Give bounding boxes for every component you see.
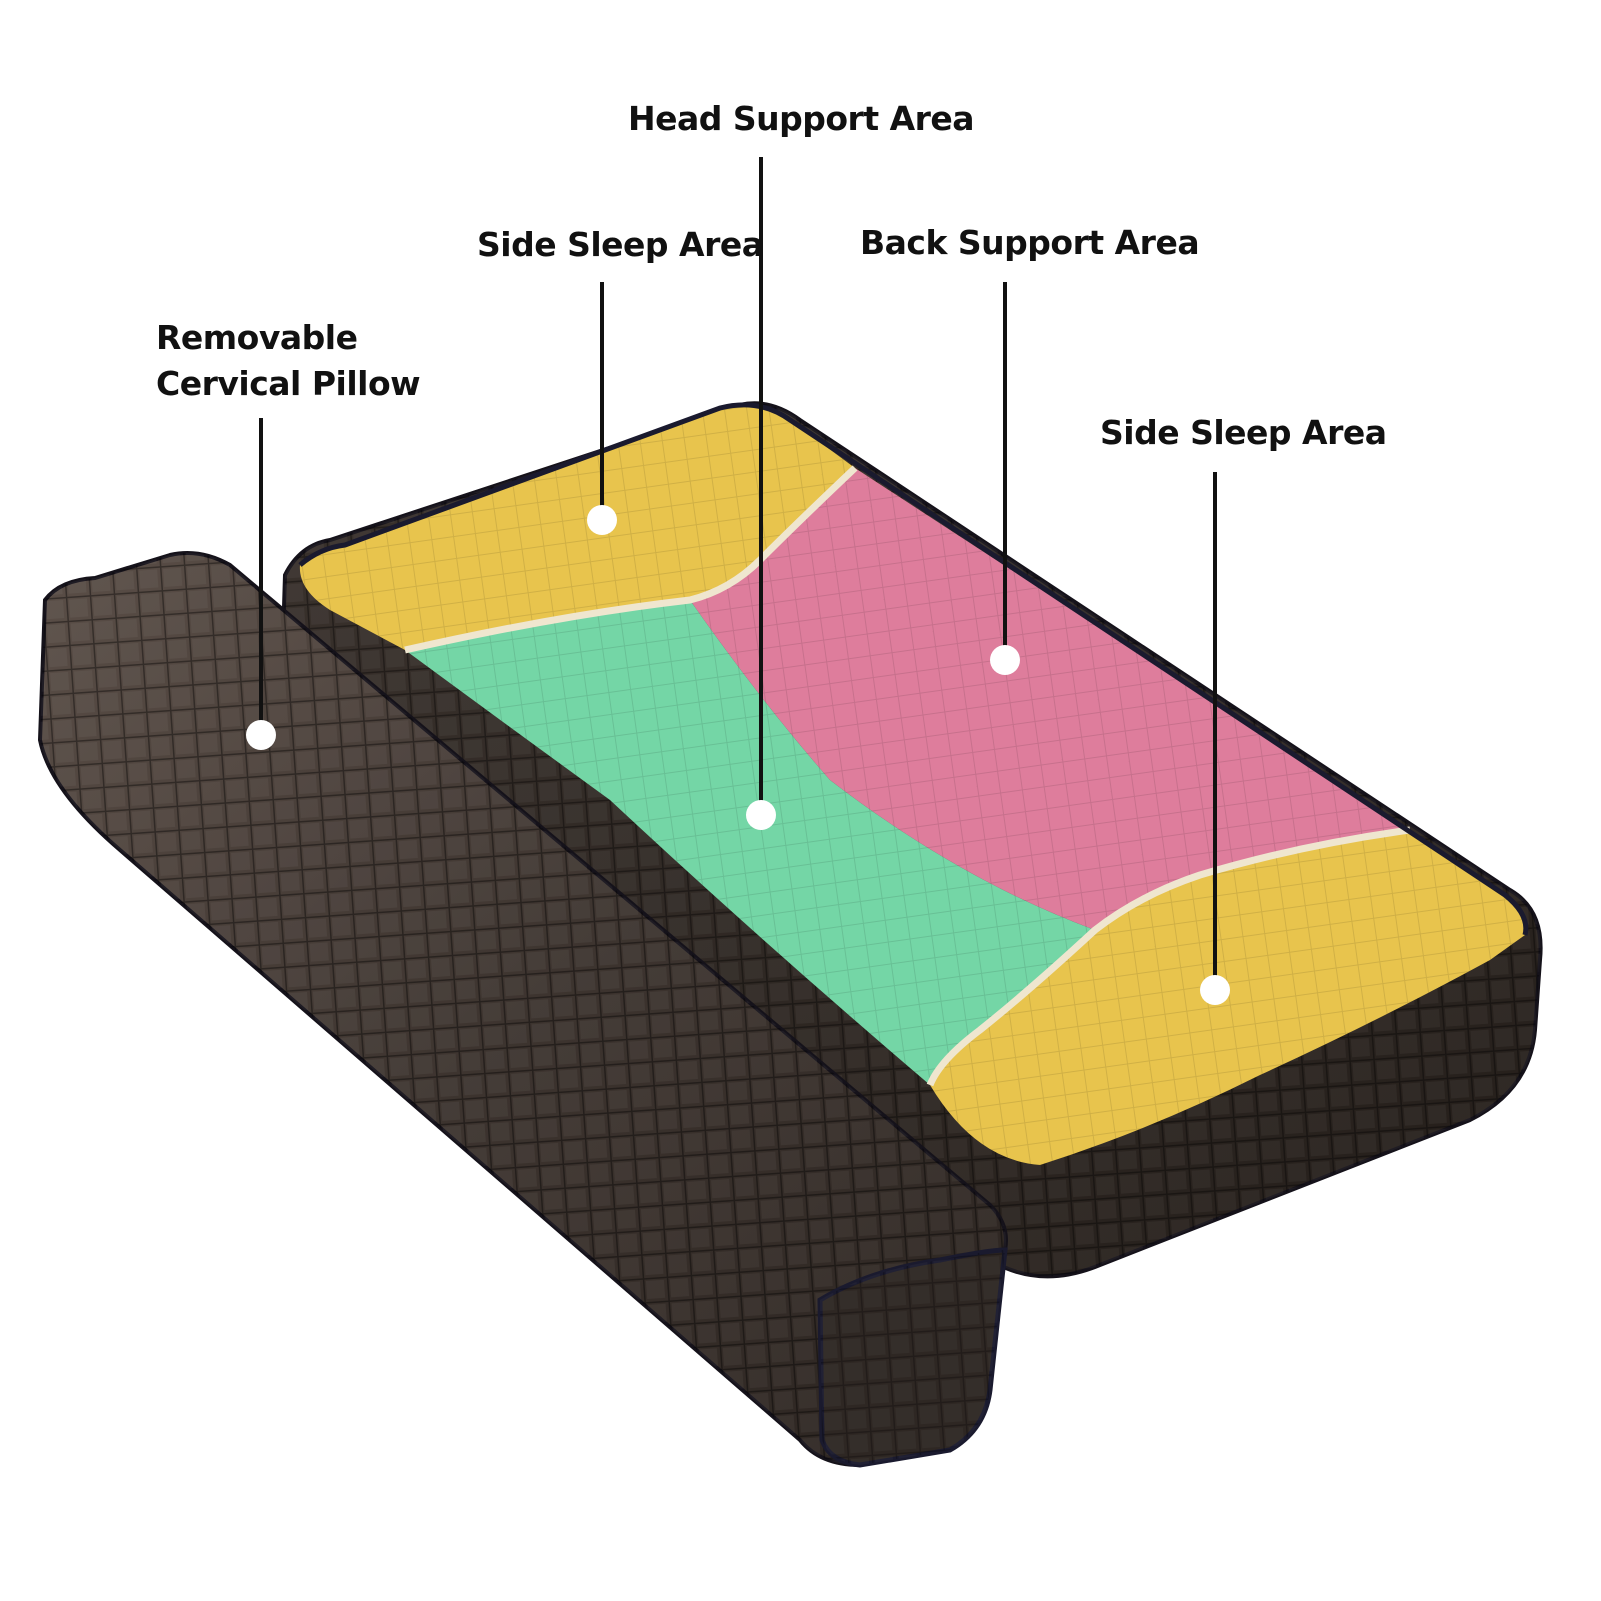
label-cervical-line2: Cervical Pillow bbox=[156, 364, 421, 403]
circle-dot-icon bbox=[587, 505, 617, 535]
label-cervical-line1: Removable bbox=[156, 318, 358, 357]
circle-dot-icon bbox=[1200, 975, 1230, 1005]
label-back-support-text: Back Support Area bbox=[860, 223, 1200, 262]
circle-dot-icon bbox=[746, 800, 776, 830]
circle-dot-icon bbox=[246, 720, 276, 750]
circle-dot-icon bbox=[990, 645, 1020, 675]
label-back-support: Back Support Area bbox=[860, 220, 1200, 266]
label-side-sleep-top-text: Side Sleep Area bbox=[477, 225, 764, 264]
label-side-sleep-top: Side Sleep Area bbox=[477, 222, 764, 268]
cervical-pillow bbox=[37, 551, 1008, 1468]
label-side-sleep-right: Side Sleep Area bbox=[1100, 410, 1387, 456]
label-head-support-text: Head Support Area bbox=[628, 99, 975, 138]
zone-back-support-texture bbox=[690, 468, 1410, 930]
marker-dots bbox=[246, 505, 1230, 1005]
main-pillow bbox=[280, 401, 1543, 1279]
cervical-pillow-end-cap-texture bbox=[820, 1250, 1005, 1465]
top-piping bbox=[298, 402, 1529, 936]
zone-head-support-texture bbox=[405, 600, 1095, 1085]
label-side-sleep-right-text: Side Sleep Area bbox=[1100, 413, 1387, 452]
leader-lines bbox=[259, 157, 1217, 990]
label-head-support: Head Support Area bbox=[628, 96, 975, 142]
label-cervical-pillow: Removable Cervical Pillow bbox=[156, 315, 421, 407]
cervical-pillow-texture bbox=[40, 552, 1006, 1465]
seam-right bbox=[926, 826, 1411, 1087]
seam-left bbox=[404, 465, 858, 654]
